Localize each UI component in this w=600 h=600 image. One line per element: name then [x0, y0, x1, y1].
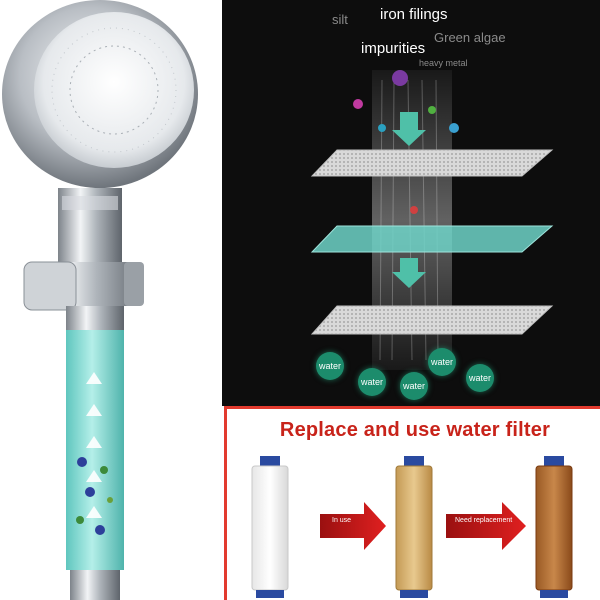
label-impurities: impurities — [361, 40, 426, 57]
impurity-particle-icon — [428, 106, 436, 114]
impurity-particle-icon — [353, 99, 363, 109]
water-bubble: water — [466, 364, 494, 392]
water-bubble: water — [358, 368, 386, 396]
need-replacement-label: Need replacement — [455, 517, 513, 524]
water-bubble: water — [428, 348, 456, 376]
water-bubble: water — [316, 352, 344, 380]
new-filter-cartridge — [251, 456, 289, 598]
impurity-particle-icon — [410, 206, 418, 214]
dirty-filter-cartridge — [535, 456, 573, 598]
used-filter-cartridge — [395, 456, 433, 598]
label-heavy-metal: heavy metal — [419, 58, 468, 68]
in-use-label: In use — [332, 517, 352, 524]
need-replacement-arrow-icon — [446, 502, 526, 550]
in-use-arrow-icon — [320, 502, 386, 550]
label-silt: silt — [332, 12, 348, 27]
label-green-algae: Green algae — [434, 30, 506, 45]
impurity-particle-icon — [449, 123, 459, 133]
label-iron-filings: iron filings — [380, 6, 448, 23]
filtration-layers — [310, 70, 554, 370]
filter-cartridges — [251, 456, 573, 598]
impurity-particle-icon — [392, 70, 408, 86]
replace-title: Replace and use water filter — [279, 419, 551, 441]
water-bubble: water — [400, 372, 428, 400]
shower-head-illustration — [2, 0, 198, 600]
impurity-particle-icon — [378, 124, 386, 132]
